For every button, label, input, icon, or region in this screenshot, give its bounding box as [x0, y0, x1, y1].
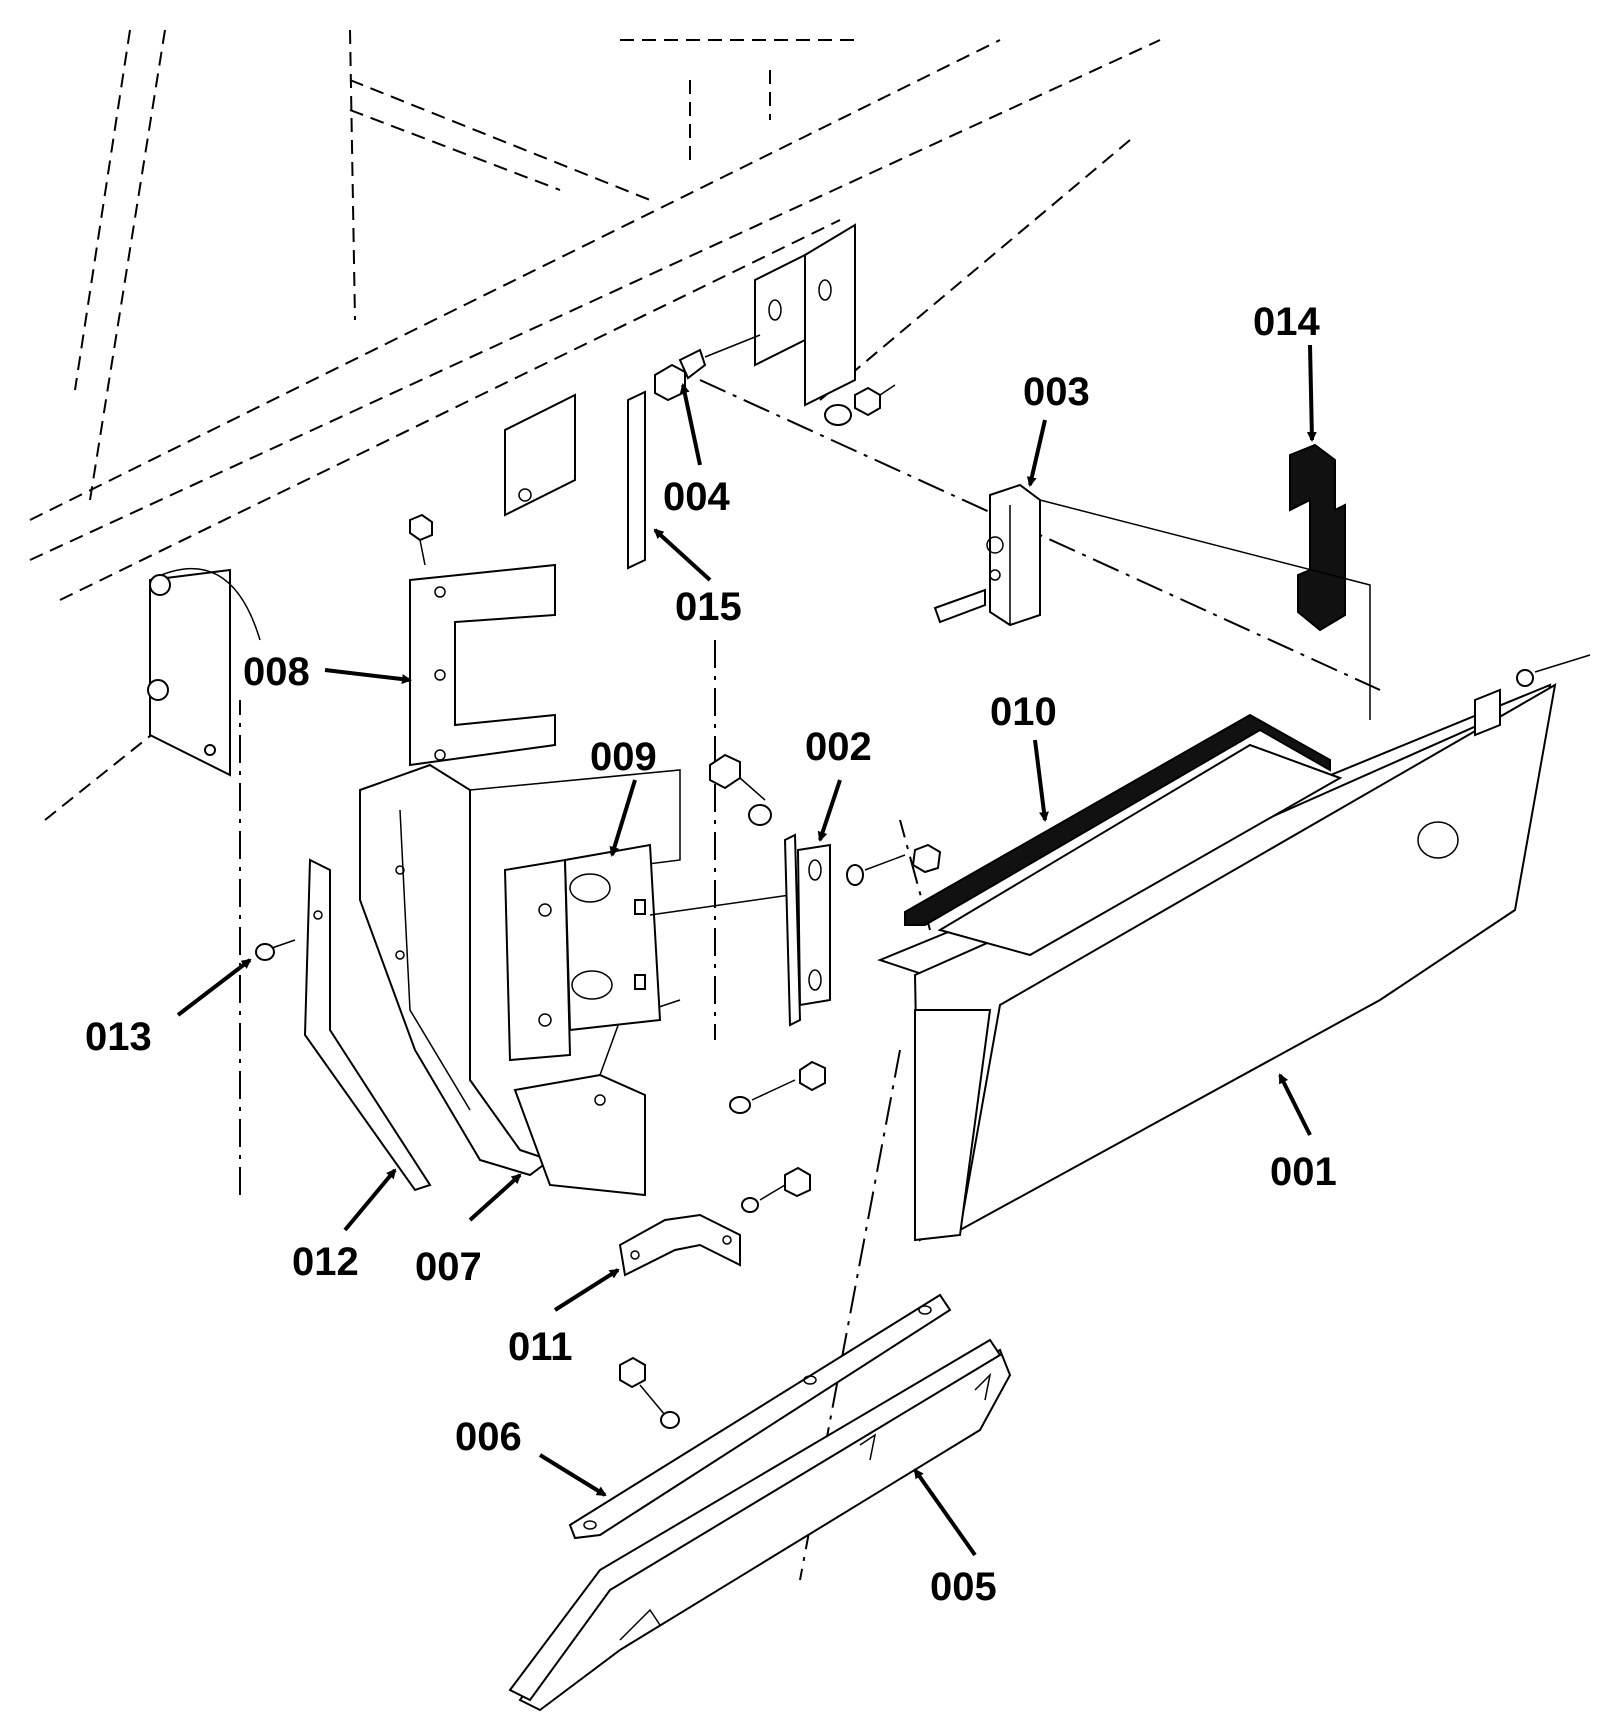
arrow-004 [679, 383, 702, 466]
callout-011: 011 [508, 1325, 573, 1369]
callout-008: 008 [243, 650, 310, 694]
arrow-002 [817, 779, 842, 842]
callout-009: 009 [590, 735, 657, 779]
arrow-003 [1026, 419, 1047, 487]
part-011-clip [618, 1213, 741, 1277]
arrow-007 [468, 1173, 522, 1222]
arrow-011 [553, 1268, 620, 1312]
callout-labels: 001 002 003 004 005 006 007 008 009 010 … [85, 300, 1337, 1609]
part-005-skid-plate [508, 1338, 1012, 1712]
frame-mount-plates [504, 223, 856, 517]
part-002-hinge-pin [709, 753, 942, 1027]
callout-010: 010 [990, 690, 1057, 734]
callout-004: 004 [663, 475, 730, 519]
callout-003: 003 [1023, 370, 1090, 414]
part-015-spacer-bar [627, 390, 646, 570]
part-012-angle-strip [303, 858, 432, 1192]
part-003-latch-block [933, 483, 1041, 627]
part-009-hinge-bracket [503, 843, 791, 1062]
arrow-005 [913, 1468, 977, 1557]
hardware-nut-washer-upper [824, 384, 896, 426]
arrow-010 [1033, 739, 1049, 822]
frame-side-bracket [147, 567, 261, 777]
callout-001: 001 [1270, 1150, 1337, 1194]
arrow-009 [609, 779, 637, 857]
part-014-hook [1289, 443, 1346, 632]
arrow-008 [324, 668, 412, 685]
callout-015: 015 [675, 585, 742, 629]
callout-012: 012 [292, 1240, 359, 1284]
arrow-012 [343, 1168, 397, 1232]
callout-007: 007 [415, 1245, 482, 1289]
callout-arrows [176, 344, 1317, 1557]
callout-006: 006 [455, 1415, 522, 1459]
part-006-wear-strip [568, 1293, 952, 1540]
arrow-001 [1278, 1073, 1312, 1136]
hardware-bolts-lower [255, 939, 826, 1429]
part-004-bolt [654, 334, 761, 402]
part-010-gasket-strip [904, 713, 1343, 957]
arrow-014 [1306, 344, 1317, 442]
callout-014: 014 [1253, 300, 1320, 344]
callout-005: 005 [930, 1565, 997, 1609]
arrow-013 [176, 958, 252, 1017]
callout-002: 002 [805, 725, 872, 769]
arrow-015 [653, 528, 712, 582]
arrow-006 [538, 1453, 607, 1497]
callout-013: 013 [85, 1015, 152, 1059]
part-008-c-bracket [409, 513, 556, 767]
